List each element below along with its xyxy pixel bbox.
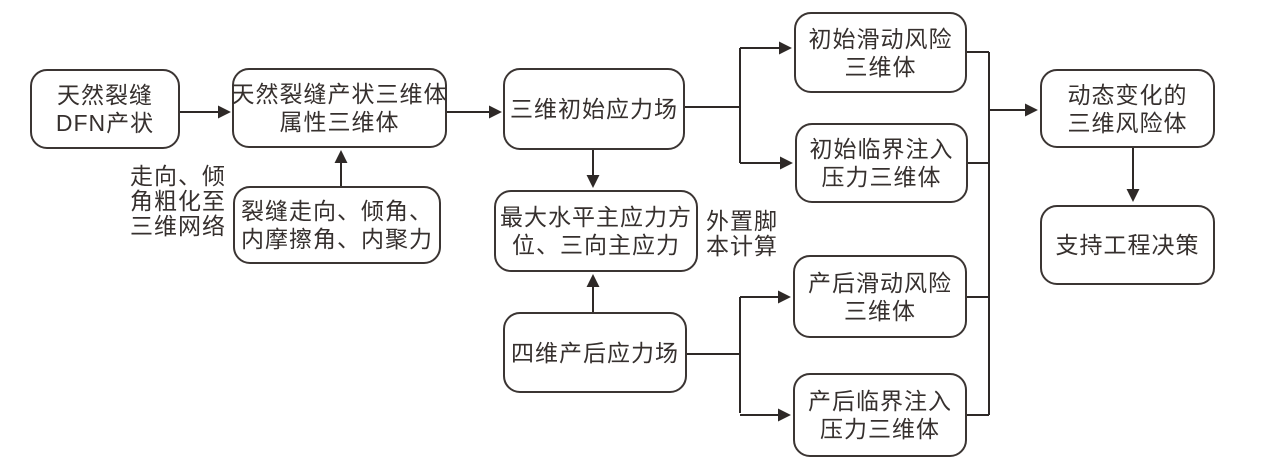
node-occurrence-line2: 属性三维体 (279, 109, 400, 135)
node-post-stress-line1: 四维产后应力场 (511, 339, 679, 366)
node-post-critical-line1: 产后临界注入 (808, 388, 952, 414)
node-initial-stress-line1: 三维初始应力场 (510, 96, 678, 122)
node-occurrence-line1: 天然裂缝产状三维体 (231, 81, 448, 107)
node-decision: 支持工程决策 (1040, 205, 1215, 285)
node-decision-line1: 支持工程决策 (1055, 232, 1200, 258)
edge-label-coarsen-line1: 走向、倾 (130, 163, 226, 189)
node-initial-stress: 三维初始应力场 (503, 68, 685, 150)
branch-initial-stress (685, 48, 741, 163)
edge-label-coarsen-line2: 角粗化至 (130, 188, 226, 214)
node-dfn-line1: 天然裂缝 (57, 82, 153, 108)
node-init-slip-risk: 初始滑动风险 三维体 (794, 12, 967, 93)
node-init-critical-pressure: 初始临界注入 压力三维体 (795, 123, 968, 203)
edge-label-coarsen-line3: 三维网络 (130, 213, 226, 239)
node-init-slip-line1: 初始滑动风险 (808, 25, 953, 52)
node-post-critical-pressure: 产后临界注入 压力三维体 (793, 373, 967, 457)
node-max-stress-line1: 最大水平主应力方 (500, 204, 692, 230)
node-post-slip-line2: 三维体 (844, 297, 916, 324)
node-max-stress: 最大水平主应力方 位、三向主应力 (494, 190, 698, 272)
node-dynamic-risk: 动态变化的 三维风险体 (1040, 69, 1215, 148)
node-max-stress-line2: 位、三向主应力 (512, 232, 680, 258)
node-init-slip-line2: 三维体 (844, 53, 917, 80)
collector-stubs (967, 51, 989, 416)
node-post-stress: 四维产后应力场 (503, 312, 687, 393)
node-post-critical-line2: 压力三维体 (820, 416, 940, 442)
node-post-slip-risk: 产后滑动风险 三维体 (793, 255, 967, 338)
node-dynamic-risk-line2: 三维风险体 (1067, 109, 1188, 136)
node-post-slip-line1: 产后滑动风险 (808, 269, 952, 296)
node-fracture-params-line2: 内摩擦角、内聚力 (241, 226, 433, 252)
edge-label-coarsen: 走向、倾 角粗化至 三维网络 (130, 164, 226, 239)
node-fracture-params-line1: 裂缝走向、倾角、 (241, 198, 433, 224)
node-occurrence-volume: 天然裂缝产状三维体 属性三维体 (232, 68, 447, 148)
node-dfn: 天然裂缝 DFN产状 (30, 69, 180, 149)
node-dfn-line2: DFN产状 (55, 110, 155, 136)
edge-label-script: 外置脚 本计算 (706, 209, 778, 259)
edge-label-script-line1: 外置脚 (706, 208, 778, 234)
node-dynamic-risk-line1: 动态变化的 (1067, 81, 1188, 108)
node-init-critical-line2: 压力三维体 (821, 164, 942, 190)
branch-post-stress (687, 297, 741, 413)
node-fracture-params: 裂缝走向、倾角、 内摩擦角、内聚力 (233, 186, 441, 264)
node-init-critical-line1: 初始临界注入 (809, 136, 954, 162)
edge-label-script-line2: 本计算 (706, 233, 778, 259)
